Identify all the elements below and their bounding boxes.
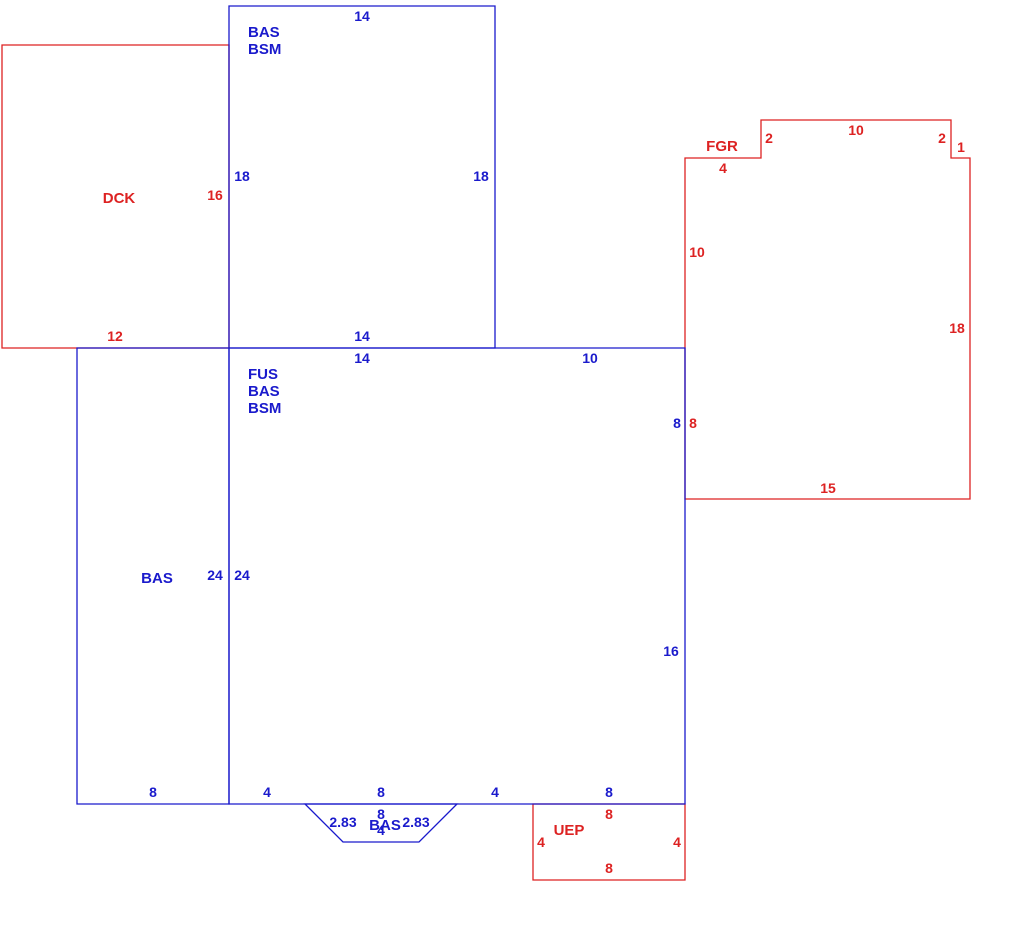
bay-area-code: BAS bbox=[369, 817, 401, 834]
deck-area-code: DCK bbox=[103, 190, 136, 207]
bay-dim-front: 8 bbox=[377, 806, 385, 822]
left-dim-bottom: 8 bbox=[149, 784, 157, 800]
main-dim-top-right: 10 bbox=[582, 350, 598, 366]
garage-dim-notch-left: 2 bbox=[765, 130, 773, 146]
left-area-outline bbox=[76, 347, 230, 805]
upper-area-code-2: BSM bbox=[248, 41, 281, 58]
main-dim-right-upper: 8 bbox=[673, 415, 681, 431]
main-dim-left: 24 bbox=[234, 567, 250, 583]
garage-dim-right: 18 bbox=[949, 320, 965, 336]
upper-dim-top: 14 bbox=[354, 8, 370, 24]
upper-dim-bottom: 14 bbox=[354, 328, 370, 344]
porch-dim-left: 4 bbox=[537, 834, 545, 850]
main-dim-bottom-4: 8 bbox=[605, 784, 613, 800]
porch-area-code: UEP bbox=[554, 822, 585, 839]
upper-area-code-1: BAS bbox=[248, 24, 280, 41]
garage-outline bbox=[684, 119, 971, 500]
main-area-code-1: FUS bbox=[248, 366, 278, 383]
main-dim-right-lower: 16 bbox=[663, 643, 679, 659]
garage-dim-top: 10 bbox=[848, 122, 864, 138]
main-dim-bottom-1: 4 bbox=[263, 784, 271, 800]
main-area-code-3: BSM bbox=[248, 400, 281, 417]
bay-dim-side-right: 2.83 bbox=[402, 814, 429, 830]
garage-dim-notch-right: 2 bbox=[938, 130, 946, 146]
bay-dim-side-left: 2.83 bbox=[329, 814, 356, 830]
left-area-code: BAS bbox=[141, 570, 173, 587]
main-dim-bottom-3: 4 bbox=[491, 784, 499, 800]
garage-dim-left-lower: 8 bbox=[689, 415, 697, 431]
deck-dim-right: 16 bbox=[207, 187, 223, 203]
garage-dim-left: 10 bbox=[689, 244, 705, 260]
porch-dim-right: 4 bbox=[673, 834, 681, 850]
bay-dim-back: 4 bbox=[377, 822, 385, 838]
porch-dim-top: 8 bbox=[605, 806, 613, 822]
garage-area-code: FGR bbox=[706, 138, 738, 155]
main-dim-top-left: 14 bbox=[354, 350, 370, 366]
upper-dim-right: 18 bbox=[473, 168, 489, 184]
bay-window-outline bbox=[303, 803, 459, 843]
garage-dim-step-left: 4 bbox=[719, 160, 727, 176]
upper-dim-left: 18 bbox=[234, 168, 250, 184]
garage-dim-bottom: 15 bbox=[820, 480, 836, 496]
main-dim-bottom-2: 8 bbox=[377, 784, 385, 800]
left-dim-right: 24 bbox=[207, 567, 223, 583]
main-area-outline bbox=[228, 347, 686, 805]
main-area-code-2: BAS bbox=[248, 383, 280, 400]
porch-dim-bottom: 8 bbox=[605, 860, 613, 876]
garage-dim-step-right: 1 bbox=[957, 139, 965, 155]
deck-dim-bottom: 12 bbox=[107, 328, 123, 344]
